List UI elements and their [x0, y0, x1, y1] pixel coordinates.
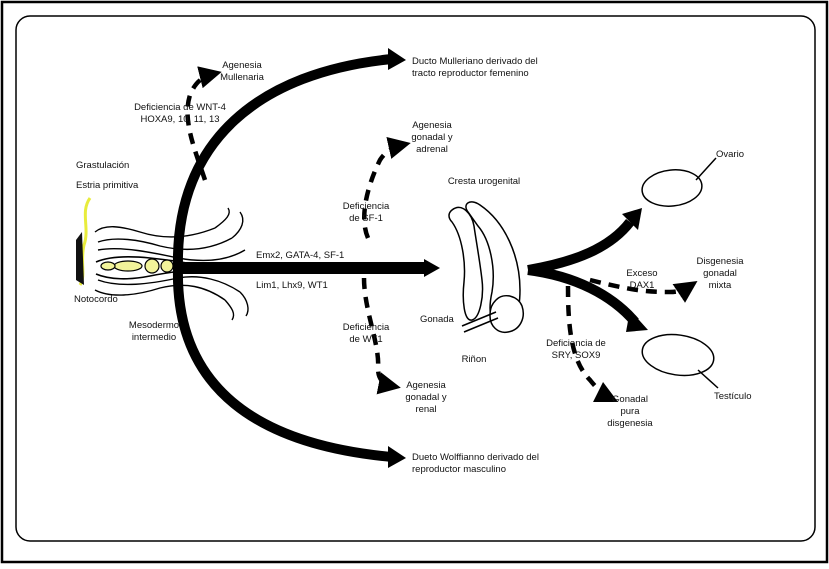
label-agenesia-adrenal-2: gonadal y — [411, 132, 452, 143]
label-notocordo: Notocordo — [74, 294, 118, 305]
label-rinon: Riñon — [462, 354, 487, 365]
label-ducto-wolffiano-2: reproductor masculino — [412, 464, 506, 475]
ovary-shape — [640, 167, 703, 209]
label-genes-top: Emx2, GATA-4, SF-1 — [256, 250, 344, 261]
label-agenesia-adrenal-1: Agenesia — [412, 120, 452, 131]
testis-shape — [640, 330, 717, 380]
label-def-sry-2: SRY, SOX9 — [552, 350, 601, 361]
label-def-sf1-1: Deficiencia — [343, 201, 390, 212]
label-exceso-dax1-1: Exceso — [626, 268, 657, 279]
label-def-wnt4-2: HOXA9, 10, 11, 13 — [140, 114, 219, 125]
label-ovario: Ovario — [716, 149, 744, 160]
label-gonadal-pura-2: pura — [620, 406, 640, 417]
label-agenesia-mullenaria-2: Mullenaria — [220, 72, 265, 83]
notochord-marker — [76, 232, 84, 285]
label-grastulacion: Grastulación — [76, 160, 129, 171]
label-gonada: Gonada — [420, 314, 455, 325]
label-agenesia-mullenaria-1: Agenesia — [222, 60, 262, 71]
label-ducto-wolffiano-1: Dueto Wolffianno derivado del — [412, 452, 539, 463]
testis-branch — [528, 270, 635, 322]
sf1-dashed-arrow — [364, 145, 402, 238]
label-disgenesia-mixta-1: Disgenesia — [697, 256, 745, 267]
urogenital-ridge-arrow — [178, 262, 426, 274]
label-gonadal-pura-3: disgenesia — [607, 418, 653, 429]
mullerian-duct-arc — [178, 59, 392, 268]
label-def-wt1-2: de WT1 — [349, 334, 382, 345]
label-genes-bottom: Lim1, Lhx9, WT1 — [256, 280, 328, 291]
label-mesodermo-1: Mesodermo — [129, 320, 179, 331]
label-exceso-dax1-2: DAX1 — [630, 280, 655, 291]
label-gonadal-pura-1: Gonadal — [612, 394, 648, 405]
label-estria-primitiva: Estria primitiva — [76, 180, 139, 191]
label-def-wt1-1: Deficiencia — [343, 322, 390, 333]
ovary-branch — [528, 222, 630, 270]
label-agenesia-adrenal-3: adrenal — [416, 144, 448, 155]
testis-leader-line — [698, 370, 718, 388]
label-agenesia-renal-2: gonadal y — [405, 392, 446, 403]
label-cresta-urogenital: Cresta urogenital — [448, 176, 520, 187]
label-ducto-mulleriano-2: tracto reproductor femenino — [412, 68, 529, 79]
gonad-kidney-drawing — [449, 202, 523, 332]
label-testiculo: Testículo — [714, 391, 752, 402]
wolffian-duct-arc — [178, 268, 392, 457]
label-disgenesia-mixta-2: gonadal — [703, 268, 737, 279]
wolffian-arrowhead — [388, 446, 406, 468]
label-def-sf1-2: de SF-1 — [349, 213, 383, 224]
label-def-sry-1: Deficiencia de — [546, 338, 606, 349]
outer-frame — [2, 2, 827, 562]
urogenital-arrowhead — [424, 259, 440, 277]
label-agenesia-renal-1: Agenesia — [406, 380, 446, 391]
ovary-leader-line — [696, 158, 716, 180]
mullerian-arrowhead — [388, 48, 406, 70]
label-ducto-mulleriano-1: Ducto Mulleriano derivado del — [412, 56, 538, 67]
label-def-wnt4-1: Deficiencia de WNT-4 — [134, 102, 226, 113]
label-mesodermo-2: intermedio — [132, 332, 176, 343]
label-disgenesia-mixta-3: mixta — [709, 280, 732, 291]
label-agenesia-renal-3: renal — [415, 404, 436, 415]
